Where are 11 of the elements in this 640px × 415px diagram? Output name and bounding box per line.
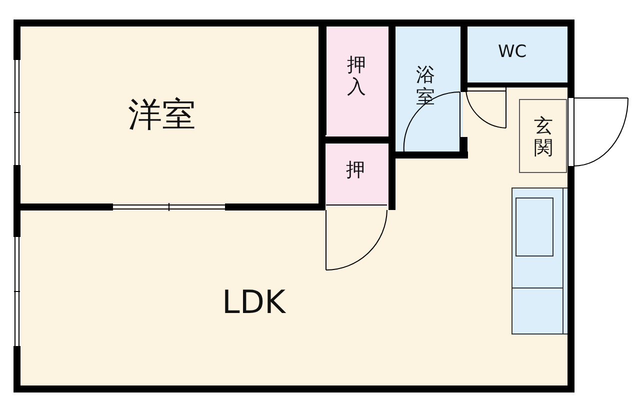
room-label: WC [498, 44, 527, 61]
room-label: 玄関 [534, 116, 553, 160]
bathroom [394, 26, 464, 154]
room-label: 洋室 [128, 98, 196, 132]
entrance [519, 99, 567, 173]
toilet [465, 26, 569, 84]
room-label: 浴室 [416, 65, 435, 109]
room [20, 26, 320, 206]
room-label: 押 [346, 161, 365, 180]
room-label: LDK [222, 286, 286, 318]
room-label: 押入 [347, 55, 366, 99]
